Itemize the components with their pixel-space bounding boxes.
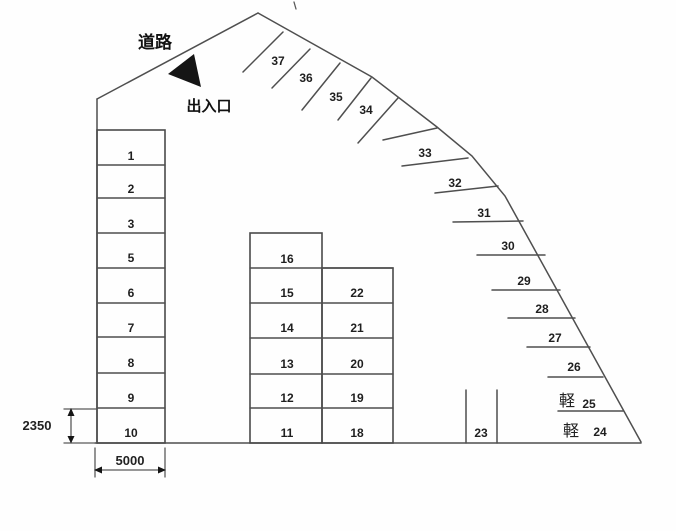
- stall-16-label: 16: [280, 252, 294, 266]
- dim-arrow-up-icon: [67, 408, 75, 416]
- stall-15-label: 15: [280, 286, 294, 300]
- stall-19-label: 19: [350, 391, 364, 405]
- stall-24-label: 24: [593, 425, 607, 439]
- boundary-road-frontage: [96, 12, 259, 100]
- kei-mark-24: 軽: [563, 422, 579, 440]
- stall-29-label: 29: [517, 274, 531, 288]
- stall-25-label: 25: [582, 397, 596, 411]
- stall-34-right-divider: [357, 97, 399, 144]
- stall-35-label: 35: [329, 90, 343, 104]
- stall-33-lower-divider: [401, 157, 469, 167]
- stall-33-label: 33: [418, 146, 432, 160]
- stall-23-label: 23: [474, 426, 488, 440]
- stall-36-label: 36: [299, 71, 313, 85]
- stall-13-label: 13: [280, 357, 294, 371]
- stall-34-label: 34: [359, 103, 373, 117]
- stall-3-label: 3: [128, 217, 135, 231]
- apex-tick-mark: [293, 1, 297, 10]
- stall-32-label: 32: [448, 176, 462, 190]
- stall-11-label: 11: [281, 426, 294, 440]
- stall-30-label: 30: [501, 239, 515, 253]
- entrance-arrow-icon: [168, 54, 201, 87]
- dimension-5000: 5000: [94, 447, 166, 478]
- stall-20-label: 20: [350, 357, 364, 371]
- entrance-label: 出入口: [186, 97, 231, 115]
- dim-arrow-right-icon: [158, 466, 166, 474]
- dimension-2350-label: 2350: [23, 418, 52, 433]
- stall-31-divider: [452, 220, 524, 223]
- stall-1-label: 1: [128, 149, 135, 163]
- stall-21-label: 21: [350, 321, 364, 335]
- stall-14-label: 14: [280, 321, 294, 335]
- stall-37-left-divider: [242, 31, 284, 73]
- stall-26-label: 26: [567, 360, 581, 374]
- dim-arrow-down-icon: [67, 436, 75, 444]
- stall-10-label: 10: [124, 426, 138, 440]
- left-column-block: [96, 129, 166, 444]
- kei-mark-25: 軽: [559, 392, 575, 410]
- stall-28-label: 28: [535, 302, 549, 316]
- stall-12-label: 12: [280, 391, 294, 405]
- stall-27-label: 27: [548, 331, 562, 345]
- stall-33-upper-divider: [382, 127, 438, 141]
- boundary-east-edge: [257, 12, 642, 443]
- stall-6-label: 6: [128, 286, 135, 300]
- stall-9-label: 9: [128, 391, 135, 405]
- stall-7-label: 7: [128, 321, 135, 335]
- stall-8-label: 8: [128, 356, 135, 370]
- stall-5-label: 5: [128, 251, 135, 265]
- road-label: 道路: [138, 32, 173, 52]
- stall-18-label: 18: [350, 426, 364, 440]
- stall-31-label: 31: [477, 206, 491, 220]
- stall-2-label: 2: [128, 182, 135, 196]
- dimension-5000-label: 5000: [116, 453, 145, 468]
- dimension-2350: 2350: [23, 408, 97, 444]
- dim-arrow-left-icon: [94, 466, 102, 474]
- stall-22-label: 22: [350, 286, 364, 300]
- stall-34-left-divider: [337, 77, 372, 121]
- stall-36-left-divider: [271, 48, 311, 89]
- stall-37-label: 37: [271, 54, 285, 68]
- stall-35-left-divider: [301, 62, 341, 111]
- stall-32-divider: [434, 185, 499, 194]
